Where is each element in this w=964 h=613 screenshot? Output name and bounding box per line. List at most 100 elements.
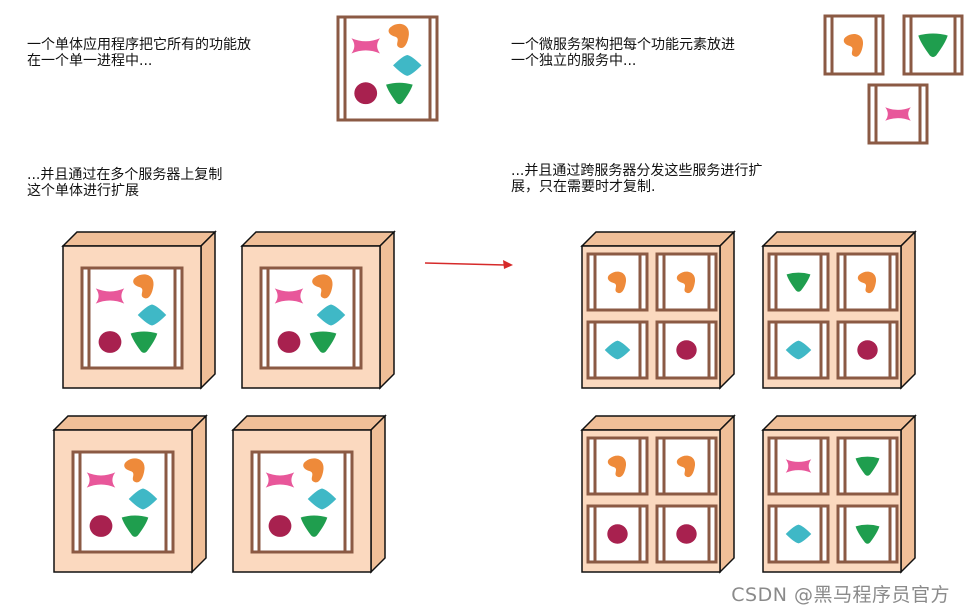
server-top [52,415,208,431]
microservice-server-2 [761,230,917,390]
microservice-cell [836,436,899,496]
monolith-app [71,450,175,554]
microservice-pink [867,83,929,145]
teal-diamond-icon [785,524,812,544]
microservice-cell [586,320,649,380]
teal-diamond-icon [307,488,337,510]
crimson-circle-icon [268,515,292,537]
crimson-circle-icon [676,340,697,360]
green-triangle-icon [855,456,880,476]
server-top [761,415,917,431]
server-side [370,414,386,574]
monolith-server-3 [52,414,208,574]
microservice-cell [836,504,899,564]
orange-blob-icon [133,274,154,299]
green-triangle-icon [130,331,158,353]
frame-outer [80,266,184,370]
orange-blob-icon [607,455,627,478]
orange-blob-icon [607,271,627,294]
server-side [900,414,916,574]
server-top [761,231,917,247]
teal-diamond-icon [785,340,812,360]
monolith-server-1 [61,230,217,390]
orange-blob-icon [388,23,409,48]
green-triangle-icon [386,82,413,105]
microservice-server-1 [580,230,736,390]
crimson-circle-icon [98,331,122,353]
server-top [240,231,396,247]
microservice-cell [767,436,830,496]
green-triangle-icon [918,33,948,58]
frame-outer [836,504,899,564]
pink-bowtie-icon [274,288,304,304]
green-triangle-icon [309,331,337,353]
crimson-circle-icon [607,524,628,544]
orange-blob-icon [676,271,696,294]
arrow-shaft [424,262,506,266]
orange-blob-icon [676,455,696,478]
server-side [719,414,735,574]
server-side [379,230,395,390]
scale-arrow [424,260,513,269]
microservice-cell [767,320,830,380]
monolith-scaling-caption: ...并且通过在多个服务器上复制 这个单体进行扩展 [27,167,223,199]
orange-blob-icon [303,458,324,483]
server-side [200,230,216,390]
orange-blob-icon [312,274,333,299]
microservice-cell [586,504,649,564]
orange-blob-icon [124,458,145,483]
microservice-cell [655,436,718,496]
monolith-app [259,266,363,370]
microservice-cell [586,252,649,312]
pink-bowtie-icon [885,107,911,121]
teal-diamond-icon [604,340,631,360]
server-side [719,230,735,390]
microservice-cell [655,252,718,312]
pink-bowtie-icon [86,472,116,488]
server-top [231,415,387,431]
pink-bowtie-icon [785,459,812,473]
frame-outer [259,266,363,370]
pink-bowtie-icon [351,38,380,54]
orange-blob-icon [857,271,877,294]
monolith-app [80,266,184,370]
crimson-circle-icon [277,331,301,353]
green-triangle-icon [300,515,328,537]
frame-outer [71,450,175,554]
microservice-scaling-caption: ...并且通过跨服务器分发这些服务进行扩 展，只在需要时才复制. [511,163,763,195]
frame-outer [250,450,354,554]
green-triangle-icon [121,515,149,537]
microservice-cell [767,504,830,564]
server-top [580,231,736,247]
microservice-cell [836,320,899,380]
pink-bowtie-icon [265,472,295,488]
monolith-app [250,450,354,554]
server-side [900,230,916,390]
crimson-circle-icon [89,515,113,537]
frame-outer [336,15,439,122]
teal-diamond-icon [128,488,158,510]
server-top [61,231,217,247]
green-triangle-icon [786,272,811,292]
frame-outer [655,436,718,496]
server-top [580,415,736,431]
microservice-server-4 [761,414,917,574]
pink-bowtie-icon [95,288,125,304]
crimson-circle-icon [354,82,378,105]
crimson-circle-icon [676,524,697,544]
microservice-caption: 一个微服务架构把每个功能元素放进 一个独立的服务中... [511,37,735,69]
frame-outer [655,504,718,564]
teal-diamond-icon [393,54,422,76]
orange-blob-icon [843,33,864,57]
microservice-cell [586,436,649,496]
monolith-caption: 一个单体应用程序把它所有的功能放 在一个单一进程中... [27,37,251,69]
monolith-server-2 [240,230,396,390]
frame-outer [902,14,964,76]
frame-outer [586,252,649,312]
microservice-green [902,14,964,76]
monolith-app [336,15,439,122]
microservice-cell [767,252,830,312]
green-triangle-icon [855,524,880,544]
microservice-orange [823,14,885,76]
